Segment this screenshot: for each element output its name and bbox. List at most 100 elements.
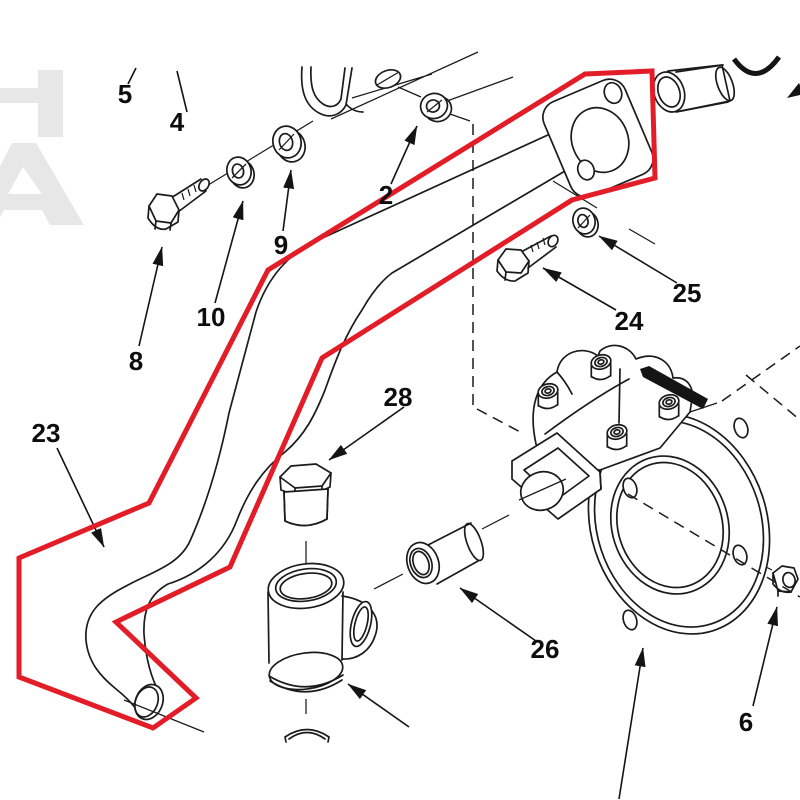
pipe-stub-end-inner (656, 76, 682, 108)
tee-top-inner (274, 567, 338, 603)
callout-23[interactable]: 23 (32, 418, 61, 448)
flange-bolt-hole-bottom (576, 159, 596, 181)
tee-top-bore (279, 572, 333, 600)
bolt-part-8 (147, 178, 211, 231)
bracket-foot (345, 103, 364, 113)
callout-26[interactable]: 26 (531, 634, 560, 664)
tee-branch-end (349, 600, 373, 648)
leader-9 (282, 169, 295, 232)
pump-assembly (511, 344, 771, 635)
bracket-slot-slash (376, 71, 400, 86)
leader-2 (390, 125, 418, 185)
tee-branch-bore (352, 606, 370, 642)
bolt8-head-depth (147, 205, 180, 231)
pump-square-port (511, 432, 602, 520)
washer-part-2 (419, 92, 453, 123)
centerlines-dashed (472, 124, 800, 598)
callout-5[interactable]: 5 (118, 79, 132, 109)
bracket-plate-edges (330, 51, 479, 120)
pump-screw-4 (606, 423, 628, 451)
bushing-bore-outer (409, 547, 433, 579)
leader-pump-flange-cropped (618, 647, 646, 800)
bushing-part-26 (405, 521, 485, 585)
cropped-callout-balloon (731, 55, 800, 98)
hex-plug-part-28 (279, 463, 332, 527)
washer2-slash (426, 99, 443, 113)
tube-open-end-inner (133, 686, 160, 718)
callout-2[interactable]: 2 (379, 180, 393, 210)
callout-25[interactable]: 25 (673, 278, 702, 308)
port-hole-slash (518, 478, 567, 501)
pipe-stub-far-end (714, 66, 736, 102)
leader-tee-cropped (347, 683, 410, 728)
pump-screw-3 (658, 393, 680, 421)
pump-screw-2 (590, 353, 612, 381)
pump-flange-opening-inner (615, 461, 725, 589)
pipe-stub-part (652, 64, 736, 113)
pump-axis-centerline (476, 408, 800, 598)
washer-part-25 (572, 207, 599, 238)
flange-axis-centerline (745, 374, 800, 421)
pump-flange-opening (609, 455, 731, 595)
watermark-letter-a (0, 143, 84, 225)
bushing-bore-inner (411, 550, 431, 576)
highlight-outline-part-23[interactable] (16, 68, 658, 731)
tee-fitting (267, 541, 378, 743)
leader-28 (328, 406, 405, 461)
flange-plate (542, 78, 654, 198)
washer25-slash (577, 214, 591, 229)
washer2-axis-line (397, 76, 514, 122)
pump-screw-1 (537, 382, 559, 410)
leader-lines (56, 67, 778, 800)
mounting-bracket (300, 51, 479, 120)
plug-body (283, 488, 329, 527)
pump-flange-hole-1 (733, 417, 749, 439)
flange-tube-opening (570, 106, 630, 174)
leader-25 (598, 235, 678, 284)
watermark: H (0, 70, 84, 225)
washer25-axis-line (552, 180, 656, 245)
bracket-outer (300, 66, 353, 117)
washer9-slash (278, 133, 295, 151)
pump-flange-hole-3 (622, 609, 638, 631)
callout-labels: 5 4 2 9 10 8 23 24 25 28 26 6 (32, 79, 754, 737)
bolt8-threads (181, 184, 197, 201)
tube-flange (542, 78, 654, 198)
leader-6 (752, 606, 778, 707)
plug-body-fill (283, 488, 329, 527)
tube-outline (85, 112, 605, 717)
port-axis-centerline (721, 345, 800, 402)
bolt8-tip (197, 178, 211, 192)
bolt24-threads (530, 237, 546, 253)
leader-10 (214, 200, 244, 304)
bolt24-shaft-fill (521, 236, 556, 268)
leader-5 (127, 67, 137, 85)
callout-10[interactable]: 10 (197, 302, 226, 332)
callout-4[interactable]: 4 (170, 107, 185, 137)
bolt-part-24 (496, 234, 559, 282)
bushing-far-end (463, 522, 485, 562)
tee-bottom-rings (268, 674, 344, 693)
plug-hex-top (279, 463, 332, 489)
nut-depth (772, 572, 792, 597)
callout-6[interactable]: 6 (739, 707, 753, 737)
tee-branch (341, 595, 378, 660)
washer-part-10 (226, 156, 255, 189)
bolt8-shaft-fill (171, 179, 206, 212)
callout-24[interactable]: 24 (615, 306, 644, 336)
leader-24 (542, 267, 617, 311)
balloon-arrowhead (787, 83, 800, 98)
leader-4 (176, 70, 188, 113)
pipe-stub-body (675, 64, 729, 112)
callout-9[interactable]: 9 (274, 230, 288, 260)
bolt8-shaft (170, 178, 207, 213)
pump-rib (640, 366, 708, 409)
callout-28[interactable]: 28 (384, 382, 413, 412)
callout-8[interactable]: 8 (129, 346, 143, 376)
flange-bolt-hole-top (603, 81, 623, 105)
washer10-slash (231, 163, 247, 179)
nut-bore (782, 571, 796, 589)
washer-part-9 (272, 125, 306, 163)
